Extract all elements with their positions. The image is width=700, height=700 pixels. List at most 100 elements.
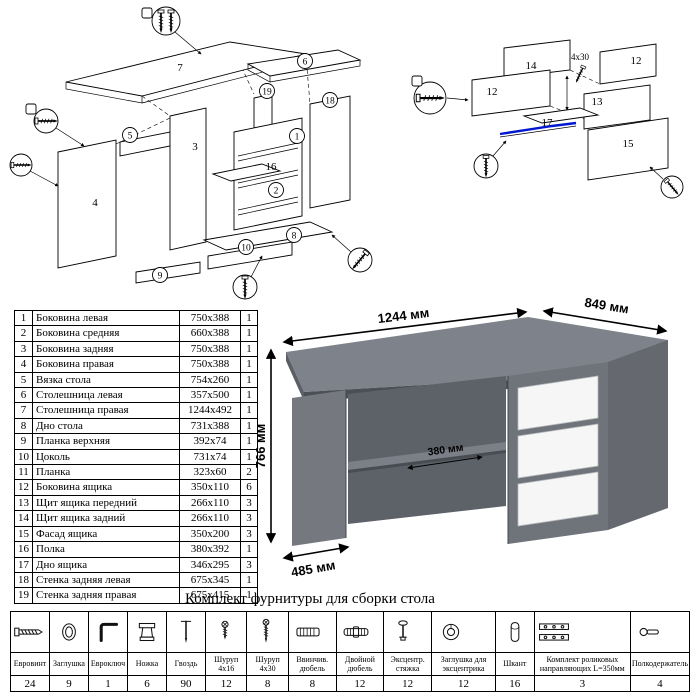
- part-qty: 1: [240, 571, 258, 589]
- part-name: Планка верхняя: [32, 433, 180, 450]
- panel-top-strip: [135, 261, 201, 284]
- part-number-label: 2: [274, 187, 279, 197]
- part-size: 266x110: [179, 494, 241, 512]
- plug-icon: [51, 615, 87, 649]
- part-qty: 1: [240, 387, 258, 404]
- hardware-item-label: Полкодержатель: [629, 652, 691, 676]
- screw-icon: [573, 64, 587, 85]
- part-number: 18: [14, 571, 33, 589]
- part-number: 14: [14, 510, 33, 527]
- drawer-front-top: [517, 375, 599, 431]
- part-callout: 6: [297, 53, 313, 69]
- hardware-icon-cell: [494, 611, 535, 653]
- part-callouts: 14 12 12 13 17 15 4x30: [487, 52, 642, 150]
- hardware-item-label: Шуруп 4x16: [204, 652, 248, 676]
- fastener-detail-circle: [331, 234, 373, 273]
- part-number-label: 3: [192, 141, 198, 153]
- hardware-item-qty: 4: [629, 675, 691, 692]
- panel-shelf: [211, 163, 282, 182]
- screw-short-icon: [207, 615, 245, 649]
- part-number-label: 10: [241, 244, 251, 254]
- part-size: 731x388: [179, 417, 241, 435]
- part-qty: 1: [240, 325, 258, 342]
- fastener-detail-circle: [232, 255, 263, 300]
- hardware-item-label: Шкант: [494, 652, 535, 676]
- part-number: 16: [14, 541, 33, 558]
- part-number-label: 14: [526, 60, 538, 72]
- exploded-diagram-drawer: 14 12 12 13 17 15 4x30: [411, 39, 684, 199]
- dimension-arrow-width: [282, 307, 528, 347]
- part-name: Дно ящика: [32, 556, 180, 573]
- part-number-label: 7: [177, 62, 183, 74]
- desk-right-panel: [608, 340, 668, 530]
- panel-bottom: [202, 221, 334, 251]
- part-number: 9: [14, 433, 33, 450]
- hardware-icon-cell: [246, 611, 289, 653]
- part-name: Фасад ящика: [32, 525, 180, 543]
- part-name: Столешница левая: [32, 387, 180, 404]
- leg-icon: [129, 615, 165, 649]
- screw-size-note: 4x30: [571, 52, 590, 62]
- nail-icon: [168, 615, 204, 649]
- desk-left-leg: [292, 390, 346, 546]
- exploded-panels: [57, 41, 362, 284]
- hardware-item-label: Шуруп 4x30: [246, 652, 289, 676]
- part-number-label: 16: [266, 161, 278, 173]
- part-size: 750x388: [179, 356, 241, 373]
- roller-slides-icon: [536, 615, 629, 649]
- part-size: 750x388: [179, 340, 241, 358]
- panel-left-side: [57, 139, 117, 269]
- part-number-label: 19: [262, 88, 272, 98]
- panel-back-wall: [309, 95, 351, 209]
- eccentric-cap-icon: [433, 615, 494, 649]
- part-callouts: 7 6 19 18 5 3 16 1 2 4 10 8 9: [92, 53, 338, 283]
- drawer-side-panel: [599, 43, 657, 85]
- part-qty: 6: [240, 479, 258, 496]
- part-size: 675x415: [179, 587, 241, 604]
- part-qty: 3: [240, 556, 258, 573]
- hardware-item-qty: 90: [166, 675, 206, 692]
- part-number: 1: [14, 309, 33, 327]
- part-name: Планка: [32, 464, 180, 481]
- part-name: Щит ящика передний: [32, 494, 180, 512]
- hardware-item-qty: 9: [49, 675, 89, 692]
- double-dowel-icon: [338, 615, 382, 649]
- fastener-details: [9, 6, 373, 300]
- exploded-diagram-main: 7 6 19 18 5 3 16 1 2 4 10 8 9: [9, 6, 373, 300]
- fastener-detail-circle: [9, 153, 59, 187]
- hardware-icon-cell: [127, 611, 167, 653]
- hardware-item-qty: 8: [246, 675, 289, 692]
- shelf-pin-icon: [632, 615, 688, 649]
- hardware-item-qty: 12: [431, 675, 496, 692]
- part-number-label: 8: [292, 232, 297, 242]
- part-number: 6: [14, 387, 33, 404]
- eurovint-icon: [12, 615, 48, 649]
- part-size: 346x295: [179, 556, 241, 573]
- part-name: Боковина ящика: [32, 479, 180, 496]
- screw-long-icon: [248, 615, 286, 649]
- part-number: 17: [14, 556, 33, 573]
- part-number: 13: [14, 494, 33, 512]
- hardware-icon-cell: [533, 611, 631, 653]
- part-size: 675x345: [179, 571, 241, 589]
- part-size: 750x388: [179, 309, 241, 327]
- part-size: 266x110: [179, 510, 241, 527]
- hardware-icon-cell: [287, 611, 337, 653]
- desk-top-left-edge: [286, 352, 304, 401]
- hardware-item-label: Евроключ: [88, 652, 128, 676]
- hardware-item-qty: 24: [10, 675, 50, 692]
- hardware-item-label: Ножка: [127, 652, 167, 676]
- part-name: Боковина левая: [32, 309, 180, 327]
- part-name: Боковина задняя: [32, 340, 180, 358]
- hardware-icon-row: [10, 611, 691, 653]
